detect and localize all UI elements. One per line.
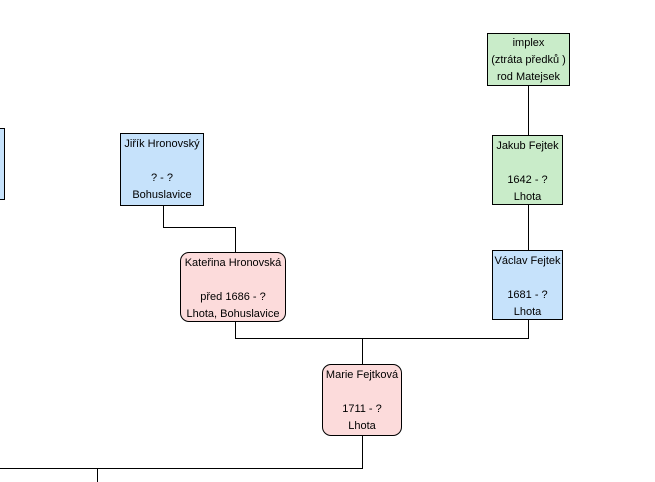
connector-line [528,86,529,135]
person-name: Jakub Fejtek [496,140,559,152]
person-place: Bohuslavice [132,189,192,201]
connector-line [163,227,236,228]
implex-line: (ztráta předků ) [491,54,566,66]
connector-line [97,468,98,482]
person-place: Lhota, Bohuslavice [186,308,280,320]
person-box-katerina-hronovska[interactable]: Kateřina Hronovská před 1686 - ? Lhota, … [180,252,286,322]
person-box-partial[interactable] [0,128,5,200]
person-spacer [181,272,285,289]
person-place: Lhota [513,306,542,318]
person-name: Kateřina Hronovská [184,257,282,269]
implex-line: rod Matejsek [497,71,560,83]
person-dates: 1711 - ? [342,403,382,415]
connector-line [362,338,363,364]
person-spacer [121,153,203,170]
person-name: Václav Fejtek [494,255,561,267]
person-place: Lhota [513,191,542,203]
implex-box[interactable]: implex (ztráta předků ) rod Matejsek [487,33,570,86]
person-dates: před 1686 - ? [200,291,266,303]
person-name: Jiřík Hronovský [124,138,200,150]
connector-line [235,322,236,338]
person-box-jirik-hronovsky[interactable]: Jiřík Hronovský ? - ? Bohuslavice [120,133,204,206]
person-dates: ? - ? [150,172,173,184]
connector-line [528,320,529,338]
person-dates: 1681 - ? [507,289,548,301]
person-spacer [493,155,562,172]
implex-line: implex [512,37,545,49]
connector-line [0,468,363,469]
connector-line [163,206,164,227]
person-spacer [323,384,401,401]
person-box-jakub-fejtek[interactable]: Jakub Fejtek 1642 - ? Lhota [492,135,563,205]
person-place: Lhota [348,420,376,432]
person-box-vaclav-fejtek[interactable]: Václav Fejtek 1681 - ? Lhota [492,250,563,320]
connector-line [362,436,363,468]
person-name: Marie Fejtková [325,369,399,381]
connector-line [235,227,236,252]
person-spacer [493,270,562,287]
person-dates: 1642 - ? [507,174,548,186]
person-box-marie-fejtkova[interactable]: Marie Fejtková 1711 - ? Lhota [322,364,402,436]
connector-line [235,338,529,339]
connector-line [528,205,529,250]
